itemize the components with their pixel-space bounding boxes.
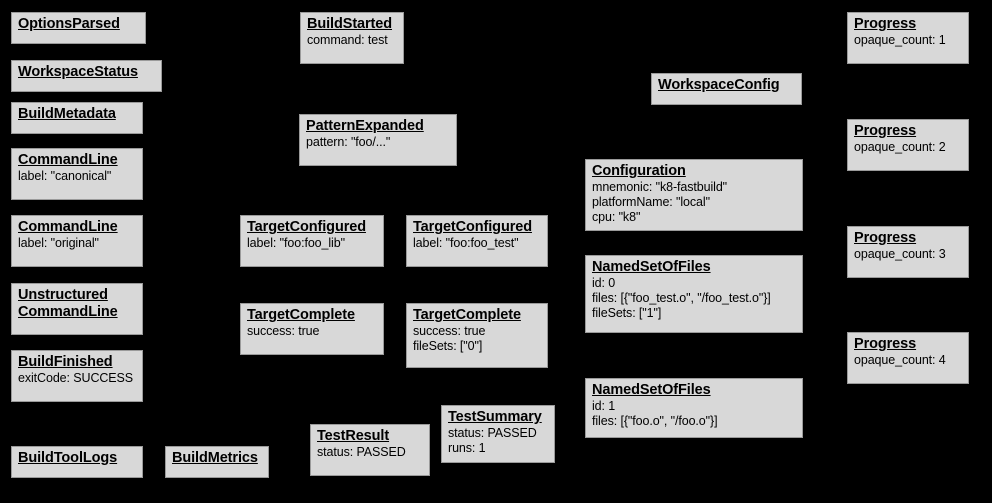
node-fields: success: true fileSets: ["0"] [413,324,486,353]
node-title: BuildFinished [18,354,113,370]
node-title: BuildStarted [307,16,393,32]
node-title: OptionsParsed [18,16,120,32]
node-fields: label: "foo:foo_lib" [247,236,345,250]
node-fields: success: true [247,324,320,338]
node-fields: label: "original" [18,236,99,250]
node-workspace-config[interactable]: WorkspaceConfig [651,73,802,105]
node-title: NamedSetOfFiles [592,382,711,398]
node-unstructured-command-line[interactable]: Unstructured CommandLine [11,283,143,335]
node-title: Progress [854,230,917,246]
node-title: TestSummary [448,409,542,425]
node-build-metrics[interactable]: BuildMetrics [165,446,269,478]
node-title: Progress [854,123,917,139]
node-options-parsed[interactable]: OptionsParsed [11,12,146,44]
node-fields: opaque_count: 4 [854,353,946,367]
node-title: BuildMetrics [172,450,258,466]
node-fields: opaque_count: 2 [854,140,946,154]
node-title: CommandLine [18,219,118,235]
node-fields: label: "canonical" [18,169,112,183]
node-title: Unstructured CommandLine [18,287,118,320]
node-fields: exitCode: SUCCESS [18,371,134,385]
node-workspace-status[interactable]: WorkspaceStatus [11,60,162,92]
node-fields: status: PASSED [317,445,406,459]
node-fields: opaque_count: 1 [854,33,946,47]
node-title: BuildToolLogs [18,450,118,466]
node-fields: pattern: "foo/..." [306,135,391,149]
node-title: Configuration [592,163,686,179]
node-title: WorkspaceStatus [18,64,138,80]
node-title: BuildMetadata [18,106,116,122]
node-title: WorkspaceConfig [658,77,780,93]
node-fields: id: 1 files: [{"foo.o", "/foo.o"}] [592,399,718,428]
node-title: TargetComplete [247,307,355,323]
node-fields: command: test [307,33,388,47]
node-title: Progress [854,16,917,32]
node-fields: mnemonic: "k8-fastbuild" platformName: "… [592,180,728,224]
node-build-tool-logs[interactable]: BuildToolLogs [11,446,143,478]
node-title: TargetConfigured [413,219,532,235]
node-title: PatternExpanded [306,118,424,134]
node-build-metadata[interactable]: BuildMetadata [11,102,143,134]
node-title: Progress [854,336,917,352]
node-fields: id: 0 files: [{"foo_test.o", "/foo_test.… [592,276,771,320]
node-title: CommandLine [18,152,118,168]
node-title: TestResult [317,428,390,444]
node-title: TargetComplete [413,307,521,323]
node-fields: label: "foo:foo_test" [413,236,519,250]
node-fields: status: PASSED runs: 1 [448,426,537,455]
node-fields: opaque_count: 3 [854,247,946,261]
node-title: TargetConfigured [247,219,366,235]
node-title: NamedSetOfFiles [592,259,711,275]
